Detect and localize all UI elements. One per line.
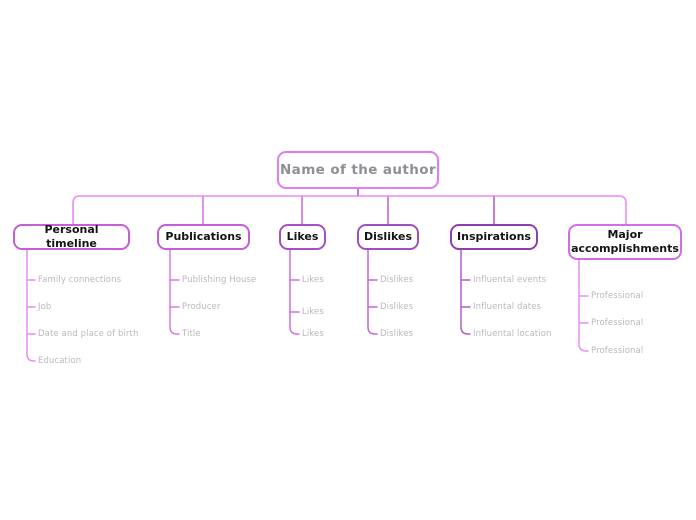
leaf-item[interactable]: Professional <box>591 346 644 356</box>
branch-node-publications[interactable]: Publications <box>157 224 250 250</box>
branch-node-label: Inspirations <box>457 230 531 244</box>
leaf-item[interactable]: Professional <box>591 318 644 328</box>
branch-node-label: Publications <box>165 230 242 244</box>
branch-node-personal-timeline[interactable]: Personal timeline <box>13 223 130 250</box>
leaf-item[interactable]: Dislikes <box>380 329 414 339</box>
leaf-item[interactable]: Influental events <box>473 275 547 285</box>
leaf-item[interactable]: Dislikes <box>380 302 414 312</box>
leaf-item[interactable]: Likes <box>302 275 324 285</box>
leaf-item[interactable]: Publishing House <box>182 275 257 285</box>
leaf-item[interactable]: Title <box>182 329 201 339</box>
branch-node-label: Likes <box>286 230 319 244</box>
leaf-item[interactable]: Likes <box>302 329 324 339</box>
root-node-label: Name of the author <box>279 162 437 178</box>
leaf-item[interactable]: Family connections <box>38 275 122 285</box>
leaf-item[interactable]: Education <box>38 356 82 366</box>
branch-node-inspirations[interactable]: Inspirations <box>450 224 538 250</box>
root-node[interactable]: Name of the author <box>277 151 439 189</box>
leaf-item[interactable]: Likes <box>302 307 324 317</box>
leaf-item[interactable]: Professional <box>591 291 644 301</box>
branch-node-label: Personal timeline <box>44 223 99 250</box>
leaf-item[interactable]: Date and place of birth <box>38 329 139 339</box>
leaf-item[interactable]: Dislikes <box>380 275 414 285</box>
branch-node-likes[interactable]: Likes <box>279 224 326 250</box>
branch-node-label: Dislikes <box>363 230 413 244</box>
leaf-item[interactable]: Influental location <box>473 329 552 339</box>
leaf-item[interactable]: Influental dates <box>473 302 542 312</box>
leaf-item[interactable]: Job <box>38 302 52 312</box>
leaf-item[interactable]: Producer <box>182 302 221 312</box>
branch-node-dislikes[interactable]: Dislikes <box>357 224 419 250</box>
